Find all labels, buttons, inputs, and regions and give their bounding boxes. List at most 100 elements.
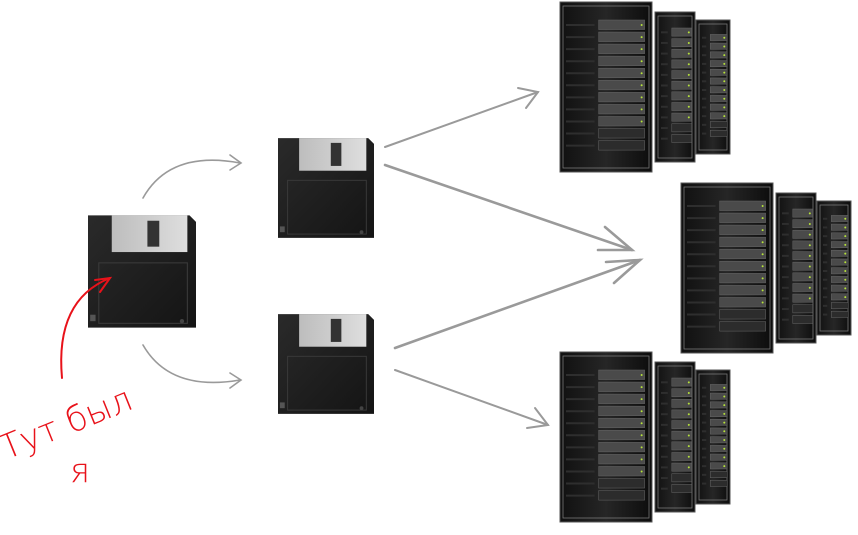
server-unit (598, 442, 645, 453)
server-unit (598, 454, 645, 465)
server-unit (831, 310, 849, 318)
status-led (808, 297, 811, 300)
status-led (808, 212, 811, 215)
server-unit (598, 417, 645, 429)
server-unit (598, 80, 645, 91)
server-rack-icon (559, 351, 731, 523)
status-led (761, 217, 764, 220)
status-led (640, 470, 643, 473)
server-unit (710, 60, 728, 67)
status-led (687, 84, 690, 87)
server-unit (671, 80, 693, 90)
server-unit (710, 401, 728, 409)
status-led (723, 421, 726, 424)
handwritten-annotation (60, 276, 113, 379)
status-led (723, 54, 726, 57)
server-unit (710, 68, 728, 76)
server-unit (710, 436, 728, 444)
status-led (723, 80, 726, 83)
arrow-to-copy-1 (142, 159, 241, 199)
status-led (808, 254, 811, 257)
server-unit (598, 43, 645, 54)
server-unit (598, 128, 645, 139)
status-led (640, 120, 643, 123)
status-led (844, 287, 847, 290)
server-unit (792, 208, 814, 218)
status-led (723, 386, 726, 389)
server-unit (719, 321, 766, 332)
server-unit (710, 410, 728, 417)
status-led (640, 96, 643, 99)
status-led (761, 265, 764, 268)
server-racks (559, 1, 852, 523)
annotation-text: я (70, 451, 90, 491)
status-led (687, 434, 690, 437)
status-led (723, 412, 726, 415)
server-cabinet (654, 11, 696, 163)
server-unit (671, 49, 693, 58)
server-unit (710, 453, 728, 461)
status-led (640, 36, 643, 39)
status-led (687, 105, 690, 108)
status-led (640, 374, 643, 377)
status-led (723, 456, 726, 459)
server-unit (719, 236, 766, 247)
status-led (687, 466, 690, 469)
status-led (640, 60, 643, 63)
server-unit (831, 241, 849, 248)
server-unit (671, 70, 693, 79)
status-led (723, 404, 726, 407)
server-unit (792, 261, 814, 271)
status-led (844, 252, 847, 255)
status-led (723, 106, 726, 109)
server-unit (671, 27, 693, 37)
arrowhead (604, 258, 644, 285)
status-led (640, 108, 643, 111)
source-floppy-disk-icon (88, 215, 196, 328)
server-unit (719, 224, 766, 235)
server-unit (710, 384, 728, 391)
server-unit (710, 479, 728, 487)
server-unit (671, 473, 693, 483)
server-unit (831, 276, 849, 283)
status-led (723, 395, 726, 398)
status-led (808, 244, 811, 247)
status-led (723, 115, 726, 118)
status-led (687, 445, 690, 448)
server-unit (598, 55, 645, 66)
server-unit (671, 59, 693, 69)
server-unit (598, 369, 645, 380)
status-led (687, 95, 690, 98)
server-unit (710, 112, 728, 120)
status-led (844, 278, 847, 281)
server-unit (710, 95, 728, 102)
status-led (723, 62, 726, 65)
server-unit (710, 86, 728, 94)
status-led (640, 446, 643, 449)
annotation-arrow (60, 277, 111, 379)
server-unit (671, 377, 693, 387)
server-unit (831, 232, 849, 240)
server-unit (831, 302, 849, 309)
server-cabinet (559, 351, 653, 523)
status-led (844, 261, 847, 264)
status-led (687, 423, 690, 426)
server-unit (710, 103, 728, 111)
status-led (640, 398, 643, 401)
server-unit (792, 230, 814, 239)
status-led (808, 233, 811, 236)
status-led (687, 73, 690, 76)
server-cabinet (816, 200, 852, 336)
status-led (723, 36, 726, 39)
server-unit (710, 462, 728, 470)
status-led (640, 422, 643, 425)
status-led (808, 265, 811, 268)
arrow-to-copy-2 (142, 344, 241, 384)
server-unit (710, 427, 728, 435)
status-led (640, 72, 643, 75)
server-unit (792, 315, 814, 324)
status-led (808, 276, 811, 279)
status-led (723, 97, 726, 100)
arrow-copy1-server2 (383, 163, 634, 252)
